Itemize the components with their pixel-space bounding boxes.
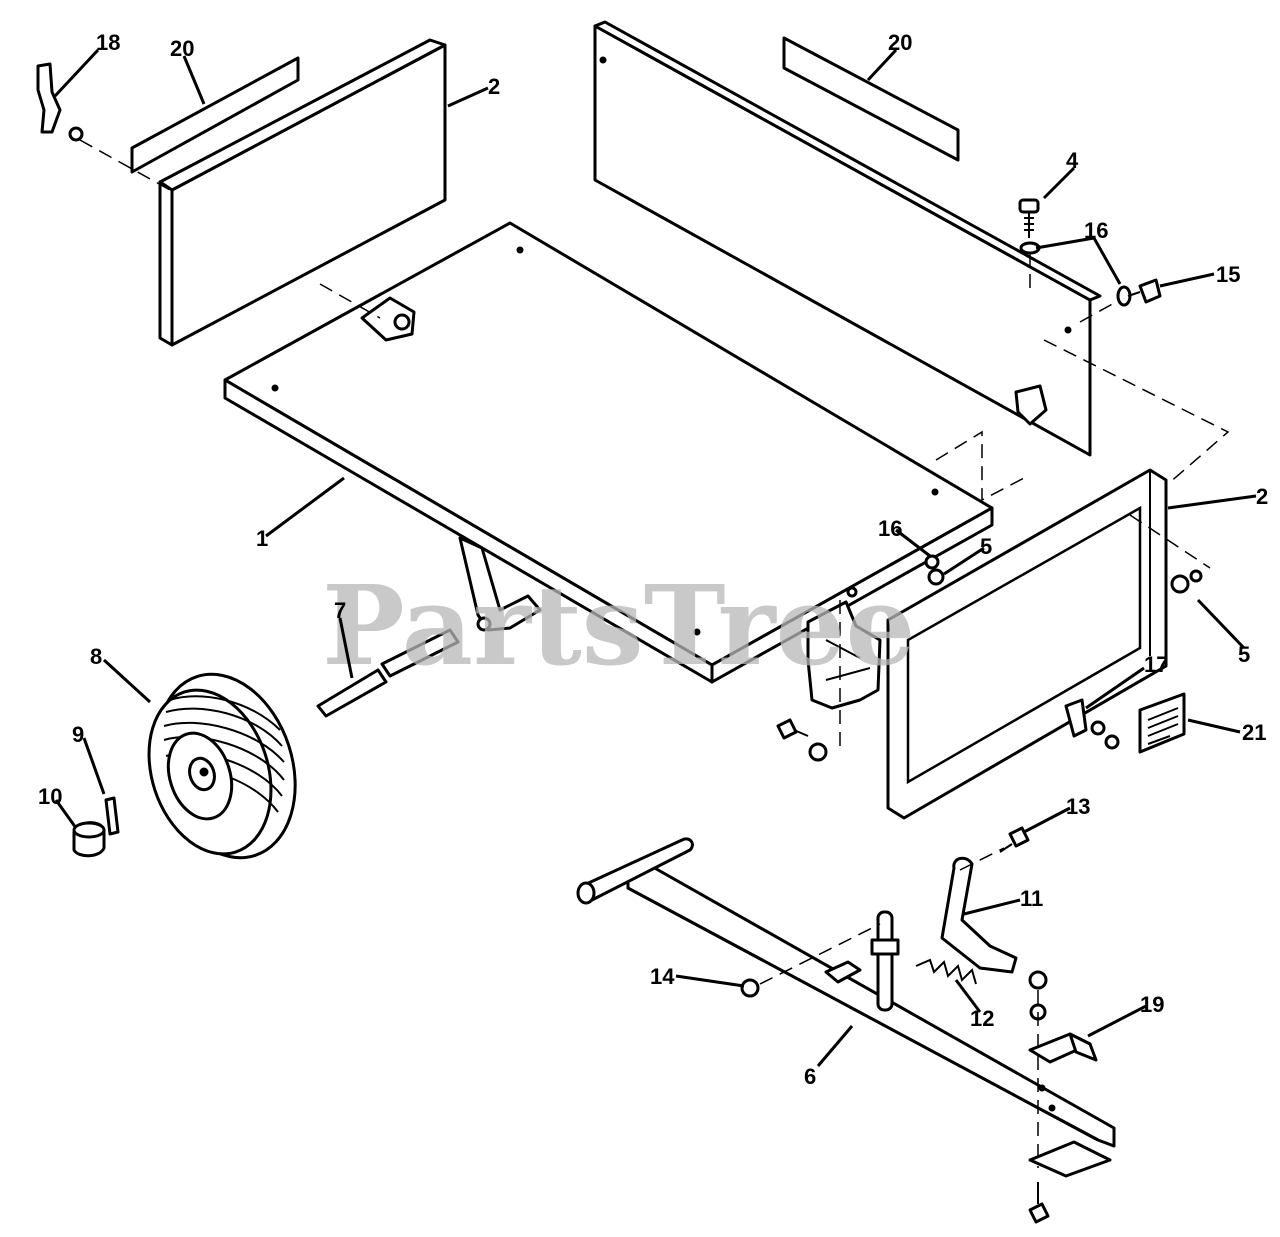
lever-11 (940, 856, 1018, 974)
left-side-panel (158, 38, 447, 347)
label-10: 10 (38, 784, 62, 809)
label-7: 7 (334, 598, 346, 623)
nut-14 (740, 978, 760, 998)
bed-support-right (806, 600, 882, 710)
watermark: PartsTree (322, 561, 916, 690)
label-2-left-panel: 2 (488, 74, 500, 99)
label-5-left: 5 (980, 534, 992, 559)
leader-lines (53, 48, 1257, 1067)
label-5-right: 5 (1238, 642, 1250, 667)
label-1: 1 (256, 526, 268, 551)
part-labels: 18 20 2 20 4 16 15 1 2 16 5 5 7 8 9 10 1… (38, 30, 1268, 1089)
label-8: 8 (90, 644, 102, 669)
hardware-tailgate (776, 554, 1203, 762)
label-20-right: 20 (888, 30, 912, 55)
wheel-8 (147, 672, 297, 860)
tailgate-frame (886, 468, 1168, 820)
tongue-6 (576, 837, 1116, 1148)
label-17: 17 (1144, 652, 1168, 677)
hub-cap-10 (72, 821, 106, 858)
bolt-13 (999, 826, 1030, 853)
label-4: 4 (1066, 148, 1079, 173)
label-14: 14 (650, 964, 675, 989)
axle-pins-7 (316, 628, 460, 718)
right-decal-strip (782, 36, 960, 162)
label-21: 21 (1242, 720, 1266, 745)
decal-21 (1138, 692, 1186, 754)
label-12: 12 (970, 1006, 994, 1031)
label-2-tailgate: 2 (1256, 484, 1268, 509)
cotter-pin-9 (104, 796, 120, 836)
right-side-panel (593, 20, 1102, 457)
spring-12 (915, 958, 977, 985)
latch-rod (870, 910, 900, 1012)
label-19: 19 (1140, 992, 1164, 1017)
label-9: 9 (72, 722, 84, 747)
label-13: 13 (1066, 794, 1090, 819)
label-18: 18 (96, 30, 120, 55)
bed-support-left (458, 536, 542, 632)
label-6: 6 (804, 1064, 816, 1089)
bracket-17 (1064, 698, 1120, 750)
latch-18 (36, 62, 171, 191)
hardware-upper-right (1018, 198, 1162, 307)
label-16-upper: 16 (1084, 218, 1108, 243)
assembly-lines (319, 252, 1230, 1168)
plate-19 (1028, 970, 1112, 1224)
label-20-left: 20 (170, 36, 194, 61)
left-decal-strip (130, 56, 300, 174)
label-15: 15 (1216, 262, 1240, 287)
label-11: 11 (1020, 886, 1043, 911)
label-16-lower: 16 (878, 516, 902, 541)
